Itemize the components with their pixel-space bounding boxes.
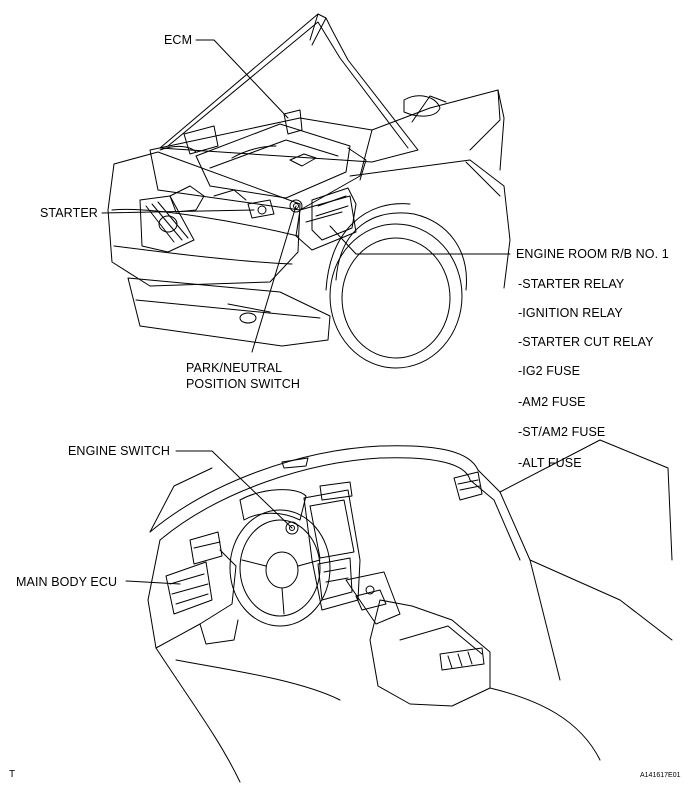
- figure-code: A141617E01: [640, 772, 681, 779]
- engine-room-item: -IGNITION RELAY: [518, 306, 623, 320]
- dashboard-interior-illustration: [147, 439, 673, 783]
- main-body-ecu-label: MAIN BODY ECU: [16, 575, 118, 589]
- park-neutral-label-line2: POSITION SWITCH: [186, 377, 300, 391]
- engine-room-rb-label: ENGINE ROOM R/B NO. 1: [516, 247, 669, 261]
- leader-lines-upper: [101, 39, 511, 353]
- leader-lines-lower: [125, 450, 293, 585]
- car-engine-bay-illustration: [107, 13, 511, 369]
- ecm-label: ECM: [164, 33, 193, 47]
- engine-room-item: -ST/AM2 FUSE: [518, 425, 606, 439]
- engine-room-item: -IG2 FUSE: [518, 364, 581, 378]
- footer-left-mark: T: [9, 769, 16, 780]
- park-neutral-label-line1: PARK/NEUTRAL: [186, 361, 283, 375]
- engine-room-item: -STARTER RELAY: [518, 277, 625, 291]
- engine-room-item: -AM2 FUSE: [518, 395, 586, 409]
- starter-label: STARTER: [40, 206, 98, 220]
- engine-room-item: -ALT FUSE: [518, 456, 582, 470]
- engine-room-item: -STARTER CUT RELAY: [518, 335, 654, 349]
- engine-switch-label: ENGINE SWITCH: [68, 444, 170, 458]
